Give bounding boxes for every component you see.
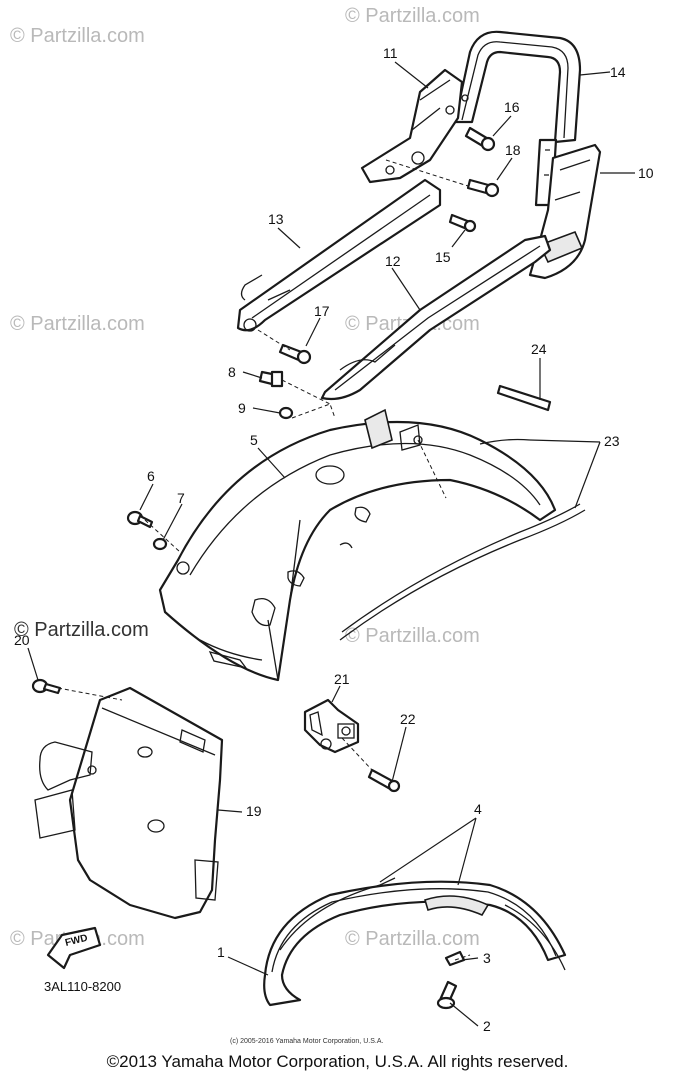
callout-9: 9: [238, 400, 246, 416]
part-22-screw: [367, 768, 401, 793]
callout-group: 11 14 16 18 10 13 15 12 17 24 8 9 23 5 6…: [14, 45, 654, 1034]
callout-12: 12: [385, 253, 401, 269]
callout-14: 14: [610, 64, 626, 80]
part-19-inner-flap: [34, 686, 224, 920]
part-14-grab-bar: [453, 30, 582, 207]
part-21-bracket: [303, 698, 360, 754]
callout-6: 6: [147, 468, 155, 484]
part-6-bolt: [126, 510, 154, 529]
part-20-bolt: [31, 678, 62, 695]
watermark: © Partzilla.com: [10, 313, 145, 335]
part-24-strip: [496, 384, 552, 412]
part-16-bolt: [464, 126, 496, 152]
part-23-edge-trim: [339, 438, 586, 641]
watermark: © Partzilla.com: [345, 5, 480, 27]
part-9-nut: [278, 406, 294, 420]
watermark: © Partzilla.com: [345, 928, 480, 950]
callout-13: 13: [268, 211, 284, 227]
diagram-code: 3AL110-8200: [44, 979, 121, 994]
callout-11: 11: [383, 45, 398, 61]
callout-21: 21: [334, 671, 350, 687]
part-8-bolt: [258, 370, 284, 388]
fwd-label: FWD: [64, 933, 89, 949]
callout-22: 22: [400, 711, 416, 727]
callout-16: 16: [504, 99, 520, 115]
watermark: © Partzilla.com: [10, 25, 145, 47]
footer-copyright: ©2013 Yamaha Motor Corporation, U.S.A. A…: [106, 1052, 569, 1071]
part-18-bolt: [466, 178, 500, 198]
leader-lines: [27, 61, 635, 1027]
callout-17: 17: [314, 303, 330, 319]
assembly-lines: [57, 159, 471, 961]
part-17-bolt: [278, 343, 312, 365]
callout-18: 18: [505, 142, 521, 158]
callout-3: 3: [483, 950, 491, 966]
callout-4: 4: [474, 801, 482, 817]
forward-arrow: FWD: [46, 926, 102, 970]
callout-2: 2: [483, 1018, 491, 1034]
part-15-bolt: [448, 213, 477, 233]
watermark-prominent: © Partzilla.com: [14, 619, 149, 641]
part-7-nut: [152, 537, 168, 551]
watermark: © Partzilla.com: [345, 625, 480, 647]
callout-20: 20: [14, 632, 30, 648]
callout-8: 8: [228, 364, 236, 380]
callout-1: 1: [217, 944, 225, 960]
part-5-rear-fender: [158, 408, 557, 682]
part-2-bolt: [436, 980, 458, 1010]
callout-19: 19: [246, 803, 262, 819]
callout-5: 5: [250, 432, 258, 448]
part-3-nut: [444, 950, 466, 967]
callout-15: 15: [435, 249, 451, 265]
part-4-trim-strip: [279, 877, 566, 971]
callout-7: 7: [177, 490, 185, 506]
part-13-left-rail: [236, 178, 442, 332]
callout-10: 10: [638, 165, 654, 181]
part-12-right-rail: [320, 234, 552, 401]
part-11-bracket: [360, 68, 469, 184]
callout-24: 24: [531, 341, 547, 357]
callout-23: 23: [604, 433, 620, 449]
small-copyright: (c) 2005-2016 Yamaha Motor Corporation, …: [230, 1038, 383, 1045]
